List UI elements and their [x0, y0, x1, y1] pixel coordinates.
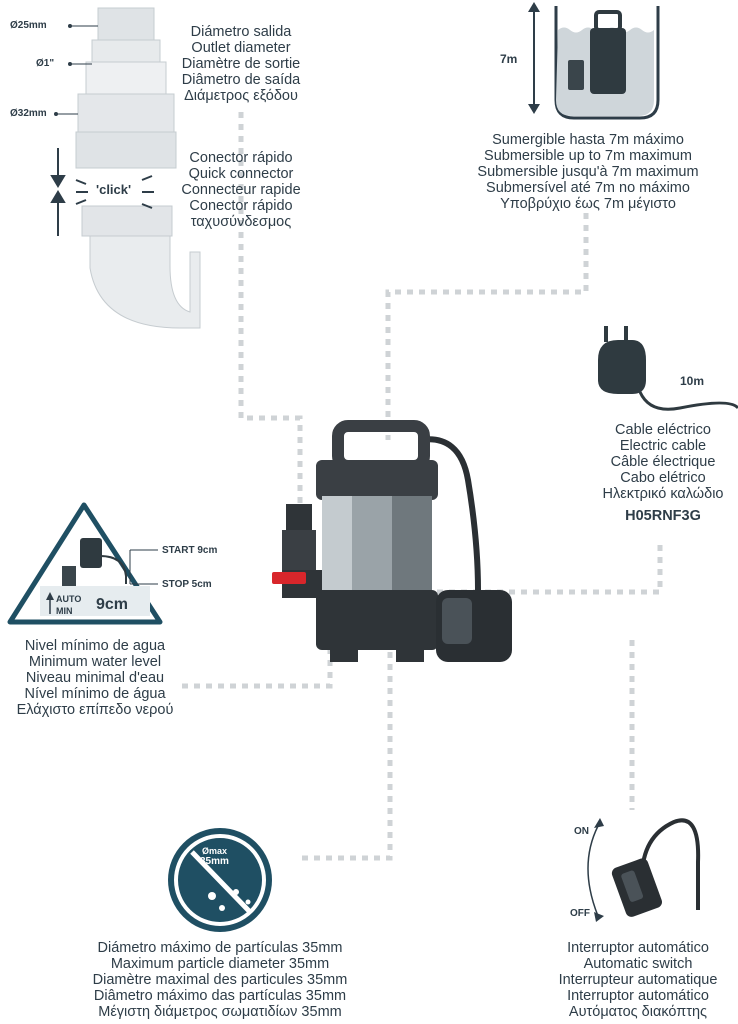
water-level-triangle-icon [7, 502, 163, 625]
outlet-diameter-text: Diámetro salida Outlet diameter Diamètre… [166, 24, 316, 104]
particles-text: Diámetro máximo de partículas 35mm Maxim… [70, 940, 370, 1020]
switch-line-fr: Interrupteur automatique [558, 972, 718, 988]
min-label: MIN [56, 606, 73, 616]
particle-badge-top: Ømax [202, 846, 228, 856]
connector-line-el: ταχυσύνδεσμος [190, 214, 292, 230]
float-switch-illustration [587, 818, 701, 922]
connector-line-fr: Connecteur rapide [181, 182, 301, 198]
outlet-diameter-25-label: Ø25mm [10, 20, 47, 31]
connector-line-en: Quick connector [188, 166, 294, 182]
cable-length-label: 10m [680, 374, 705, 388]
particle-badge-icon [168, 828, 272, 932]
submersible-line-fr: Submersible jusqu'à 7m maximum [477, 164, 699, 180]
water-line-es: Nivel mínimo de agua [24, 638, 166, 654]
submersible-line-pt: Submersível até 7m no máximo [486, 180, 690, 196]
min-level-value: 9cm [96, 596, 129, 613]
auto-label: AUTO [56, 594, 82, 604]
switch-line-el: Αυτόματος διακόπτης [568, 1004, 708, 1020]
switch-line-en: Automatic switch [583, 956, 693, 972]
submersible-line-es: Sumergible hasta 7m máximo [492, 132, 684, 148]
switch-text: Interruptor automático Automatic switch … [538, 940, 738, 1020]
submersible-line-en: Submersible up to 7m maximum [484, 148, 692, 164]
switch-line-es: Interruptor automático [567, 940, 709, 956]
water-line-en: Minimum water level [28, 654, 162, 670]
cable-line-es: Cable eléctrico [615, 422, 711, 438]
switch-on-label: ON [574, 826, 589, 837]
start-level-label: START 9cm [162, 545, 218, 556]
particles-line-el: Μέγιστη διάμετρος σωματιδίων 35mm [98, 1004, 342, 1020]
water-line-el: Ελάχιστο επίπεδο νερού [16, 702, 174, 718]
particles-line-fr: Diamètre maximal des particules 35mm [92, 972, 348, 988]
particles-line-en: Maximum particle diameter 35mm [110, 956, 330, 972]
particles-line-es: Diámetro máximo de partículas 35mm [97, 940, 343, 956]
click-arrows-icon [50, 148, 154, 236]
water-level-text: Nivel mínimo de agua Minimum water level… [0, 638, 190, 718]
water-line-pt: Nível mínimo de água [24, 686, 166, 702]
stop-level-label: STOP 5cm [162, 579, 212, 590]
cable-text: Cable eléctrico Electric cable Câble éle… [588, 422, 738, 524]
connector-text: Conector rápido Quick connector Connecte… [166, 150, 316, 230]
connector-line-es: Conector rápido [189, 150, 293, 166]
plug-cable-illustration [598, 326, 738, 411]
cable-line-fr: Câble électrique [610, 454, 716, 470]
submersible-tank-illustration [528, 2, 660, 120]
cable-line-el: Ηλεκτρικό καλώδιο [602, 486, 724, 502]
outlet-diameter-1in-label: Ø1" [36, 58, 55, 69]
outlet-line-el: Διάμετρος εξόδου [184, 88, 298, 104]
submersible-text: Sumergible hasta 7m máximo Submersible u… [466, 132, 710, 212]
cable-code: H05RNF3G [625, 508, 701, 524]
switch-line-pt: Interruptor automático [567, 988, 709, 1004]
cable-line-pt: Cabo elétrico [620, 470, 706, 486]
cable-line-en: Electric cable [619, 438, 707, 454]
outlet-fitting-illustration [54, 7, 201, 329]
submersible-line-el: Υποβρύχιο έως 7m μέγιστο [500, 196, 676, 212]
outlet-diameter-32-label: Ø32mm [10, 108, 47, 119]
click-label: 'click' [96, 182, 132, 197]
outlet-line-es: Diámetro salida [190, 24, 292, 40]
connector-line-pt: Conector rápido [189, 198, 293, 214]
switch-off-label: OFF [570, 908, 590, 919]
particles-line-pt: Diâmetro máximo das partículas 35mm [93, 988, 347, 1004]
outlet-line-fr: Diamètre de sortie [181, 56, 301, 72]
water-line-fr: Niveau minimal d'eau [25, 670, 165, 686]
outlet-line-pt: Diâmetro de saída [181, 72, 301, 88]
particle-badge-bottom: 35mm [200, 856, 229, 867]
pump-illustration [272, 420, 512, 662]
depth-label: 7m [500, 52, 518, 66]
outlet-line-en: Outlet diameter [191, 40, 291, 56]
